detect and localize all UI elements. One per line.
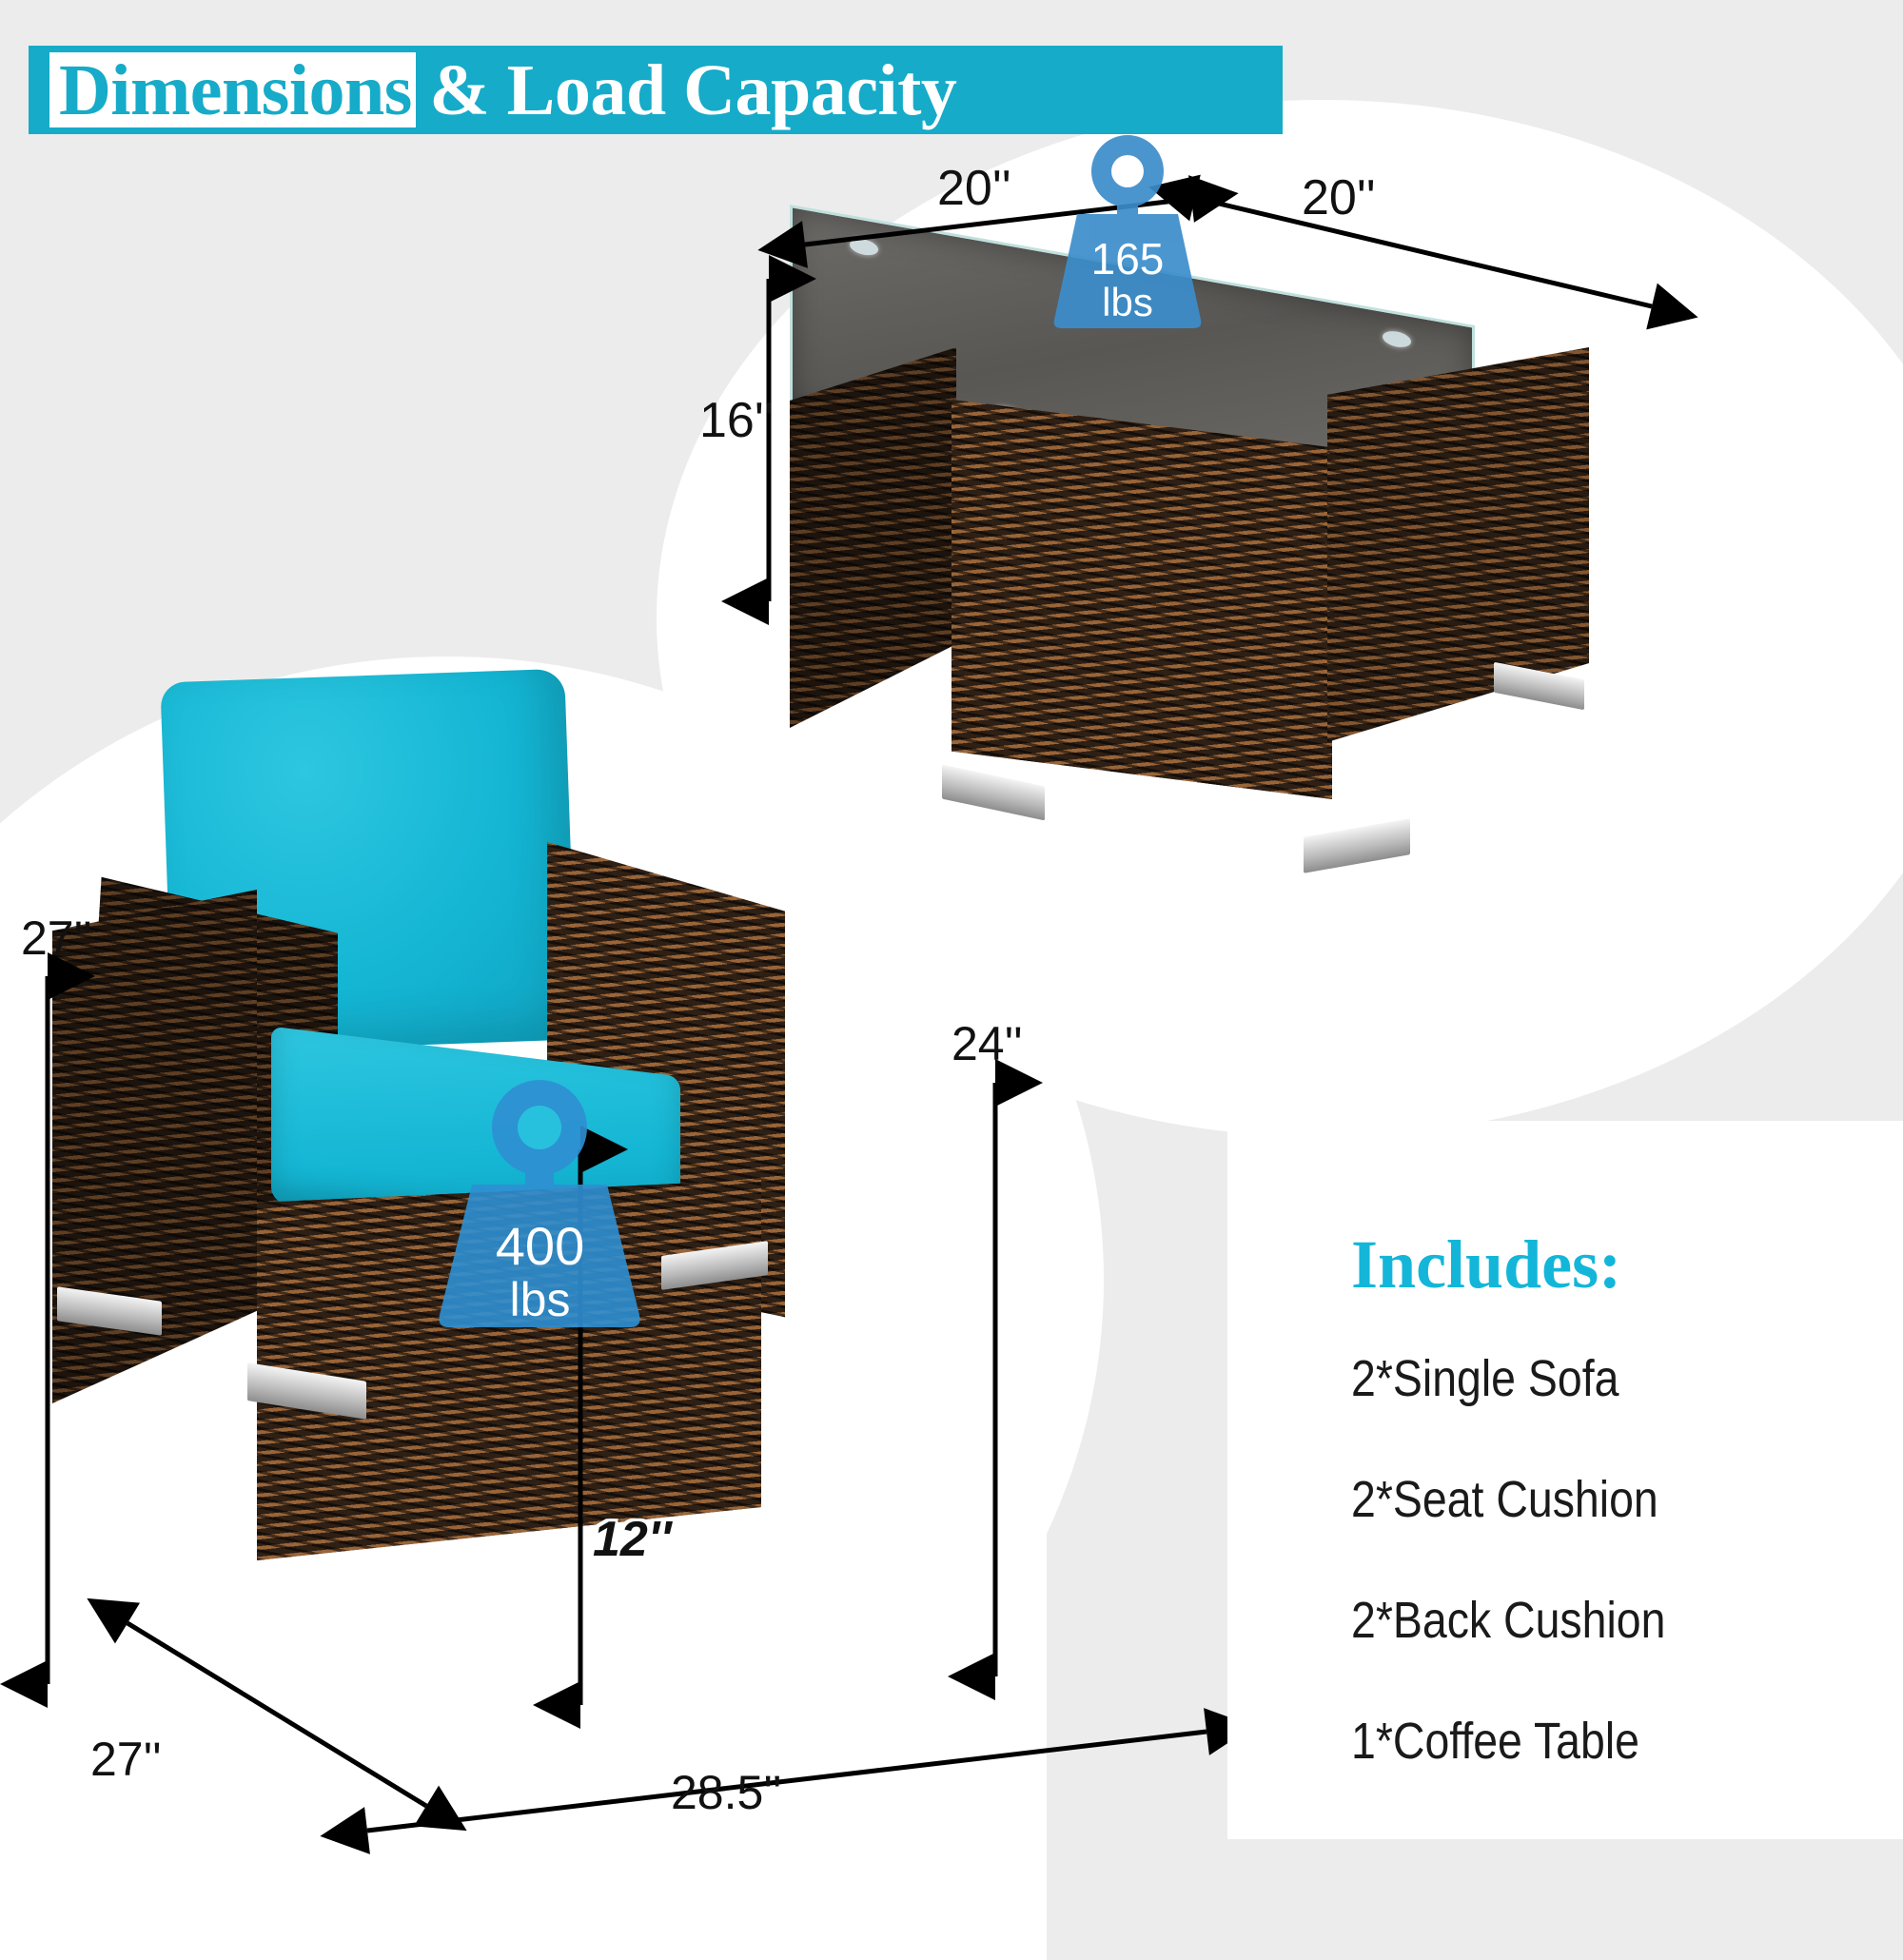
- chair-seat-height-label: 12'': [593, 1512, 672, 1567]
- page-title: Dimensions & Load Capacity: [59, 47, 1286, 134]
- includes-card: [1227, 1121, 1903, 1839]
- table-height-label: 16'': [699, 393, 774, 448]
- weight-icon: [1053, 135, 1202, 328]
- table-width-label: 20'': [937, 161, 1011, 216]
- table-front-panel: [952, 400, 1332, 799]
- table-height-dimension-line: [721, 255, 816, 625]
- chair-width-dimension-line: [320, 1708, 1254, 1863]
- chair-load-capacity-badge: 400 lbs: [419, 1075, 661, 1327]
- page-title-highlight: Dimensions: [59, 50, 412, 130]
- table-depth-dimension-line: [1148, 174, 1698, 331]
- includes-item-3: 2*Back Cushion: [1351, 1592, 1666, 1649]
- table-load-capacity-badge: 165 lbs: [1037, 133, 1218, 328]
- chair-width-label: 28.5'': [671, 1766, 782, 1819]
- includes-title: Includes:: [1351, 1226, 1622, 1303]
- table-load-value: 165: [1090, 234, 1165, 284]
- header-highlight-plate: [49, 52, 416, 127]
- chair-back-height-label: 27'': [21, 911, 92, 965]
- table-right-panel: [1327, 347, 1589, 742]
- infographic-canvas: Dimensions & Load Capacity: [0, 46, 1903, 1960]
- chair-arm-height-dimension-line: [948, 1059, 1043, 1700]
- includes-item-2: 2*Seat Cushion: [1351, 1471, 1658, 1528]
- table-depth-label: 20'': [1302, 170, 1376, 225]
- page-title-rest: & Load Capacity: [411, 50, 957, 130]
- weight-icon: [439, 1080, 640, 1327]
- coffee-table-photo: [790, 205, 1589, 873]
- chair-depth-label: 27'': [90, 1733, 162, 1786]
- chair-back-height-dimension-line: [0, 952, 95, 1708]
- table-load-unit: lbs: [1102, 280, 1153, 324]
- chair-arm-height-label: 24'': [952, 1017, 1023, 1070]
- chair-load-unit: lbs: [509, 1273, 571, 1326]
- includes-item-1: 2*Single Sofa: [1351, 1350, 1619, 1407]
- table-foot-front-left: [942, 764, 1045, 821]
- armchair-photo: [52, 666, 842, 1703]
- table-left-panel: [790, 347, 956, 728]
- chair-load-value: 400: [495, 1216, 585, 1276]
- includes-item-4: 1*Coffee Table: [1351, 1713, 1639, 1770]
